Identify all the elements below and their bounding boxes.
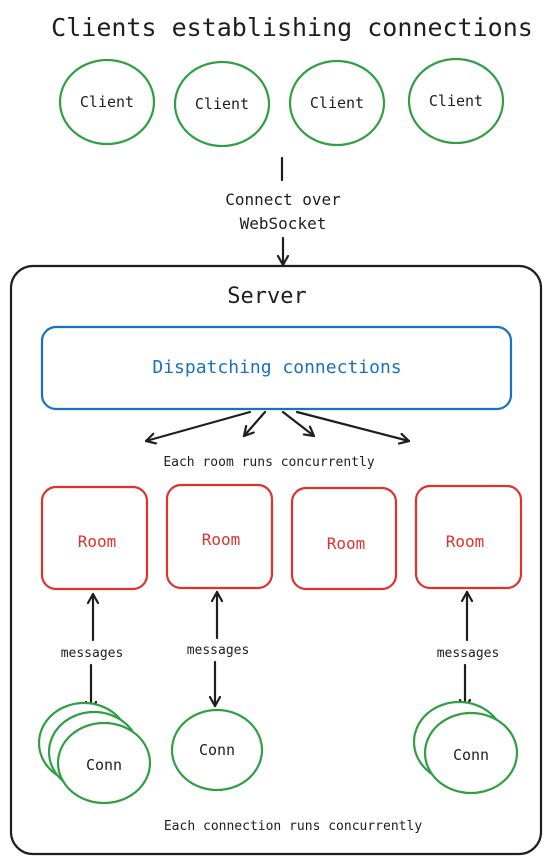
conn-label: Conn [86,756,122,774]
rooms-note: Each room runs concurrently [163,455,374,470]
messages-label: messages [61,646,124,661]
room-label: Room [78,532,117,551]
messages-label: messages [187,643,250,658]
dispatch-arrow [295,410,411,441]
conn-node: Conn [170,708,264,792]
dispatch-label: Dispatching connections [152,357,401,378]
message-links: messages messages messages [61,590,500,713]
conn-stack: Conn [37,701,152,805]
room-node: Room [40,485,149,591]
connections-row: Conn Conn Conn [37,700,519,805]
client-node: Client [173,60,271,148]
room-node: Room [414,484,523,590]
dispatch-arrow [281,410,316,438]
server-label: Server [227,284,306,309]
client-label: Client [80,93,134,111]
conn-note: Each connection runs concurrently [164,819,422,834]
client-node: Client [407,57,505,145]
client-circle [407,57,505,145]
conn-stack: Conn [412,700,519,795]
client-label: Client [310,94,364,112]
room-node: Room [290,486,398,591]
client-label: Client [429,92,483,110]
room-box [290,486,398,591]
clients-row: Client Client Client Client [58,57,505,148]
messages-label: messages [437,646,500,661]
dispatch-arrow [242,410,267,438]
dispatch-box [40,325,513,411]
server-container [9,264,543,856]
room-label: Room [446,532,485,551]
room-node: Room [165,483,274,590]
room-box [414,484,523,590]
dispatch-arrows [144,410,411,441]
conn-circle [170,708,264,792]
rooms-row: Room Room Room Room [40,483,523,591]
client-node: Client [58,58,156,146]
client-node: Client [288,59,386,147]
dispatch-arrow [144,410,252,441]
client-circle [173,60,271,148]
connect-label-line1: Connect over [225,190,341,209]
room-label: Room [327,534,366,553]
conn-circle [56,721,152,805]
connect-label-line2: WebSocket [240,214,327,233]
room-box [40,485,149,591]
room-label: Room [202,530,241,549]
diagram-title: Clients establishing connections [51,13,533,42]
conn-circle [423,711,519,795]
client-circle [58,58,156,146]
client-label: Client [195,95,249,113]
conn-label: Conn [199,741,235,759]
room-box [165,483,274,590]
conn-label: Conn [453,746,489,764]
client-circle [288,59,386,147]
